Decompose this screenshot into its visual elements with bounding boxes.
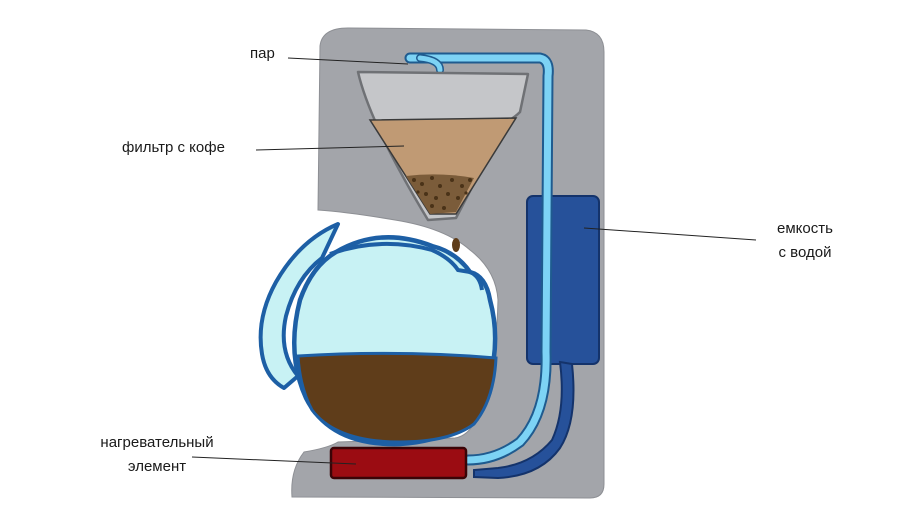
water-tank-label: емкость с водой [760,220,850,262]
steam-label: пар [250,45,275,62]
heating-element-label: нагревательный элемент [88,434,226,476]
heating-element-label-line1: нагревательный [100,434,214,451]
water-tube [404,52,554,466]
heating-element-label-line2: элемент [127,458,187,475]
leader-lines [191,57,757,465]
coffee-filter-label: фильтр с кофе [122,139,225,156]
coffee-pot [258,222,498,447]
water-tank-label-line2: с водой [778,244,832,261]
filter-cone [356,70,530,222]
water-tank-label-line1: емкость [777,220,833,237]
heating-element [329,446,468,480]
machine-body [291,27,605,499]
